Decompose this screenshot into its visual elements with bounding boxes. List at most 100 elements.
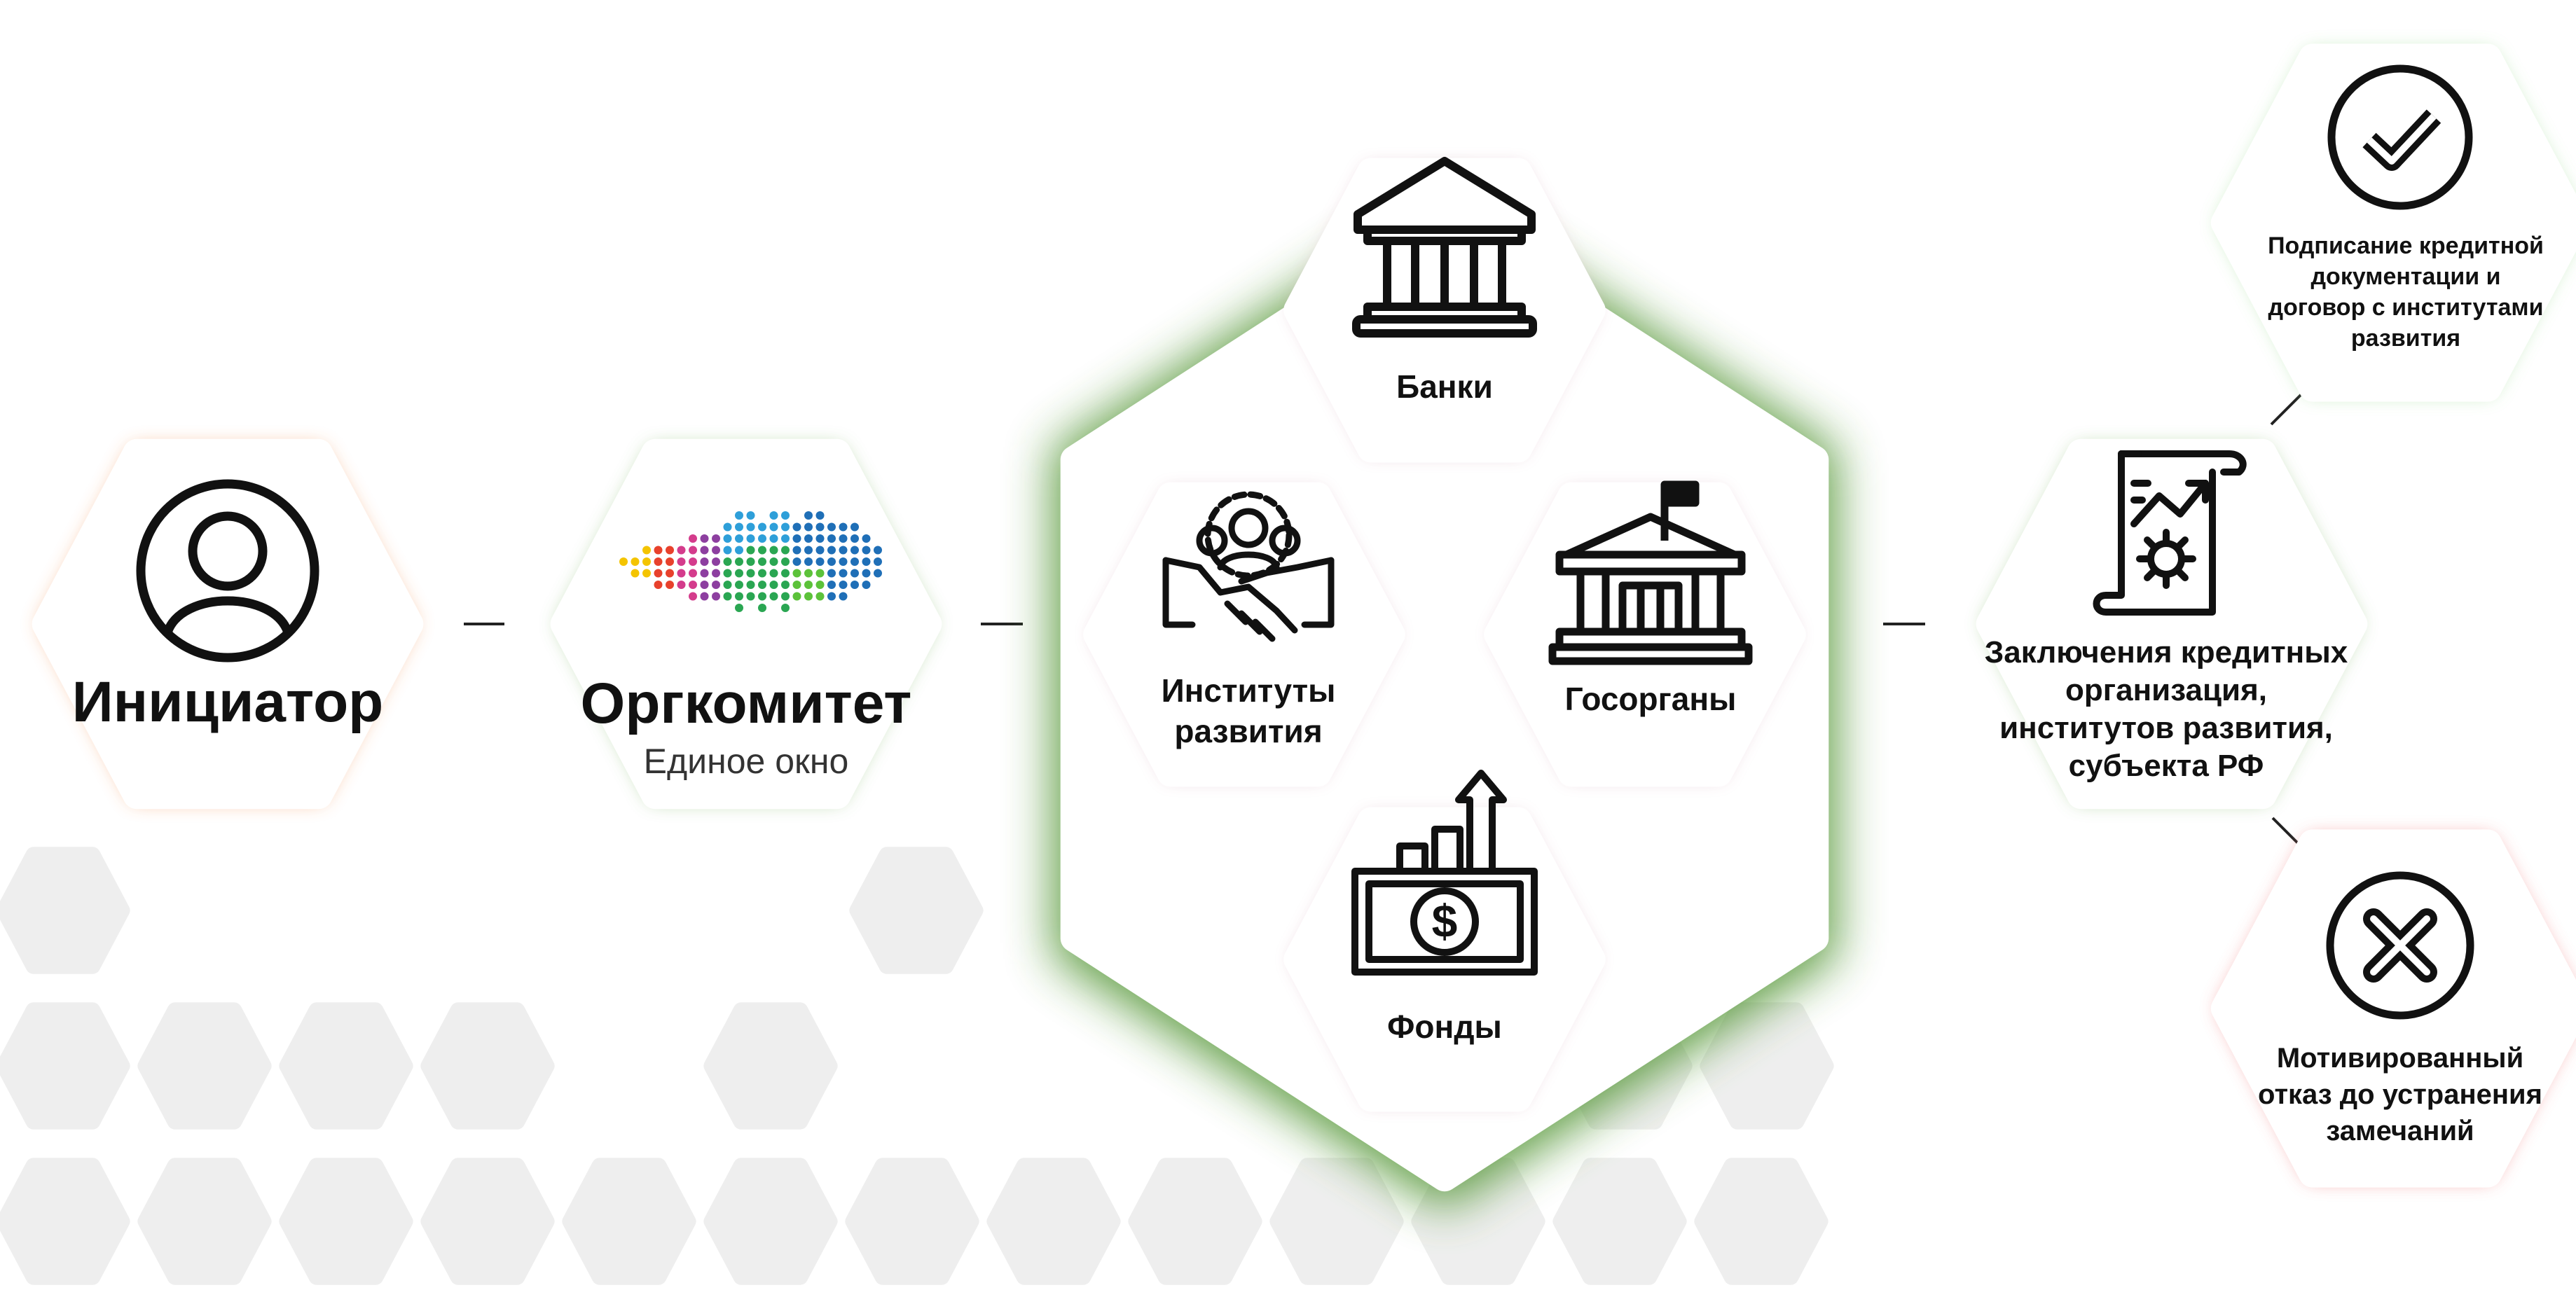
map-dot — [781, 511, 790, 520]
orgcom-label: Оргкомитет — [581, 672, 912, 735]
map-dot — [700, 557, 709, 566]
map-dot — [758, 522, 766, 532]
government-building-icon — [1548, 480, 1753, 665]
background-hex — [562, 1158, 696, 1285]
map-dot — [689, 569, 697, 578]
approve-node[interactable]: Подписание кредитной документации и дого… — [2210, 43, 2576, 402]
map-dot — [781, 546, 790, 555]
map-dot — [723, 581, 732, 589]
orgcom-node[interactable]: Оргкомитет Единое окно — [550, 438, 942, 810]
money-growth-icon: $ — [1351, 770, 1538, 976]
initiator-label: Инициатор — [72, 670, 384, 734]
map-dot — [804, 546, 813, 555]
map-dot — [792, 546, 801, 555]
map-dot — [746, 534, 755, 543]
document-chart-gear-icon — [2093, 450, 2247, 616]
map-dot — [839, 557, 848, 566]
background-hex — [137, 1158, 272, 1285]
map-dot — [781, 592, 790, 601]
map-dot — [769, 534, 778, 543]
map-dot — [781, 534, 790, 543]
map-dot — [746, 592, 755, 601]
banks-node[interactable]: Банки — [1283, 157, 1606, 463]
map-dot — [804, 534, 813, 543]
map-dot — [804, 592, 813, 601]
reject-line-3: замечаний — [2326, 1116, 2474, 1146]
map-dot — [654, 581, 663, 589]
funds-label: Фонды — [1387, 1008, 1502, 1045]
map-dot — [666, 581, 674, 589]
map-dot — [677, 546, 686, 555]
map-dot — [631, 557, 640, 566]
map-dot — [827, 522, 836, 532]
map-dot — [735, 592, 743, 601]
initiator-node[interactable]: Инициатор — [32, 438, 424, 810]
russia-map-logo — [619, 511, 882, 612]
conclusions-node[interactable]: Заключения кредитных организация, инстит… — [1976, 438, 2368, 810]
map-dot — [862, 569, 871, 578]
gov-node[interactable]: Госорганы — [1484, 480, 1806, 787]
map-dot — [758, 546, 766, 555]
map-dot — [677, 569, 686, 578]
institutes-node[interactable]: Институты развития — [1083, 482, 1405, 787]
map-dot — [781, 604, 790, 612]
conclusions-line-2: организация, — [2065, 673, 2267, 707]
map-dot — [839, 592, 848, 601]
map-dot — [666, 569, 674, 578]
map-dot — [619, 557, 628, 566]
banks-label: Банки — [1396, 368, 1493, 405]
conclusions-line-3: институтов развития, — [1999, 711, 2333, 745]
map-dot — [642, 569, 651, 578]
user-icon — [136, 479, 319, 663]
map-dot — [677, 581, 686, 589]
map-dot — [839, 534, 848, 543]
map-dot — [758, 592, 766, 601]
map-dot — [666, 546, 674, 555]
map-dot — [689, 592, 697, 601]
map-dot — [792, 592, 801, 601]
map-dot — [792, 557, 801, 566]
map-dot — [804, 511, 813, 520]
map-dot — [746, 581, 755, 589]
map-dot — [850, 534, 859, 543]
map-dot — [769, 522, 778, 532]
map-dot — [758, 569, 766, 578]
map-dot — [827, 569, 836, 578]
map-dot — [654, 569, 663, 578]
map-dot — [769, 581, 778, 589]
map-dot — [712, 546, 720, 555]
map-dot — [758, 581, 766, 589]
map-dot — [712, 534, 720, 543]
svg-text:$: $ — [1432, 895, 1458, 947]
map-dot — [850, 581, 859, 589]
map-dot — [700, 581, 709, 589]
x-circle-icon — [2326, 871, 2474, 1020]
map-dot — [654, 557, 663, 566]
map-dot — [815, 581, 825, 589]
map-dot — [815, 557, 825, 566]
map-dot — [769, 569, 778, 578]
map-dot — [735, 604, 743, 612]
map-dot — [631, 569, 640, 578]
map-dot — [839, 569, 848, 578]
map-dot — [735, 581, 743, 589]
map-dot — [758, 604, 766, 612]
reject-node[interactable]: Мотивированный отказ до устранения замеч… — [2210, 829, 2576, 1188]
map-dot — [654, 546, 663, 555]
map-dot — [723, 534, 732, 543]
map-dot — [781, 581, 790, 589]
map-dot — [804, 569, 813, 578]
map-dot — [735, 569, 743, 578]
map-dot — [850, 557, 859, 566]
map-dot — [804, 581, 813, 589]
background-hex — [1128, 1158, 1262, 1285]
map-dot — [815, 522, 825, 532]
map-dot — [815, 569, 825, 578]
background-hex — [0, 847, 130, 974]
map-dot — [862, 581, 871, 589]
institutes-label-2: развития — [1174, 713, 1322, 749]
funds-node[interactable]: $ Фонды — [1283, 770, 1606, 1112]
map-dot — [827, 546, 836, 555]
background-hex — [137, 1002, 272, 1130]
map-dot — [689, 546, 697, 555]
